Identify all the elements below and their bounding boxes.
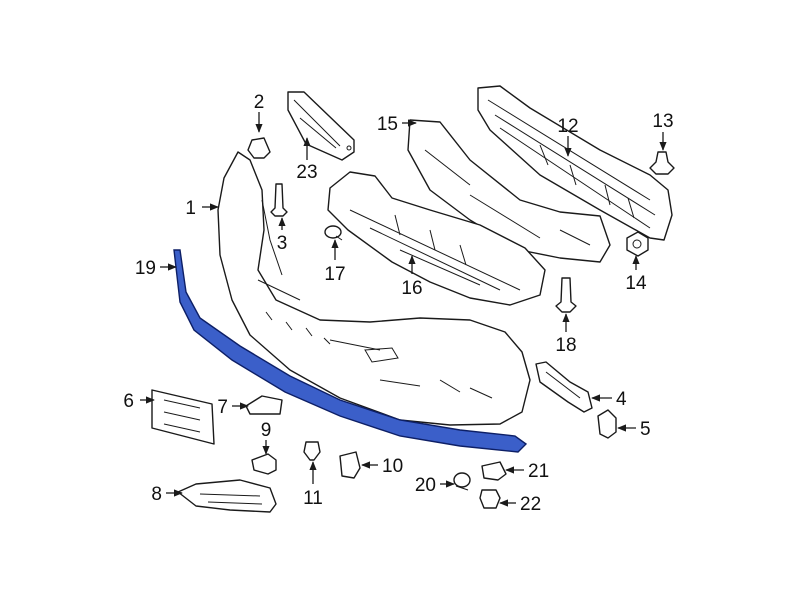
callout-8: 8 — [151, 484, 162, 505]
part-8-fog-lamp — [177, 479, 277, 513]
callout-6: 6 — [123, 391, 134, 412]
callout-10: 10 — [382, 456, 403, 477]
part-20-push-pin — [453, 472, 471, 491]
part-1-bumper-cover — [217, 151, 531, 426]
part-17-push-pin — [324, 225, 343, 241]
callout-7: 7 — [217, 397, 228, 418]
callout-14: 14 — [625, 273, 647, 294]
part-18-bolt — [555, 277, 577, 313]
callout-12: 12 — [557, 116, 578, 137]
part-10-retainer — [339, 451, 361, 479]
callout-17: 17 — [324, 264, 345, 285]
part-15-absorber — [407, 119, 611, 263]
part-23-bracket — [287, 91, 355, 161]
callout-3: 3 — [277, 233, 288, 254]
part-13-bolt — [649, 151, 675, 175]
part-21-clip — [481, 461, 507, 481]
callout-4: 4 — [616, 389, 627, 410]
callout-2: 2 — [254, 92, 265, 113]
callout-19: 19 — [135, 258, 156, 279]
callout-15: 15 — [377, 114, 398, 135]
part-2-clip — [247, 137, 271, 159]
part-4-bracket — [535, 361, 593, 413]
callout-11: 11 — [303, 488, 323, 509]
callout-18: 18 — [555, 335, 576, 356]
callout-16: 16 — [401, 278, 422, 299]
part-7-cover — [245, 395, 283, 415]
callout-20: 20 — [415, 475, 436, 496]
part-6-license-bracket — [151, 389, 215, 445]
part-22-screw — [479, 489, 501, 509]
callout-22: 22 — [520, 494, 541, 515]
part-19-lower-spoiler — [173, 249, 528, 453]
part-3-bolt — [270, 183, 288, 217]
part-14-nut — [626, 231, 649, 257]
callout-5: 5 — [640, 419, 651, 440]
callout-9: 9 — [261, 420, 272, 441]
part-5-screw — [597, 409, 617, 439]
part-12-reinforcement-beam — [477, 85, 673, 241]
leader-lines — [140, 112, 667, 507]
part-9-bulb — [251, 453, 277, 475]
callout-13: 13 — [652, 111, 673, 132]
callout-1: 1 — [185, 198, 196, 219]
part-11-pin — [303, 441, 321, 461]
callout-21: 21 — [528, 461, 549, 482]
callout-labels: 1 2 3 4 5 6 7 8 9 10 11 12 13 14 15 16 1… — [123, 92, 673, 515]
callout-23: 23 — [296, 162, 317, 183]
